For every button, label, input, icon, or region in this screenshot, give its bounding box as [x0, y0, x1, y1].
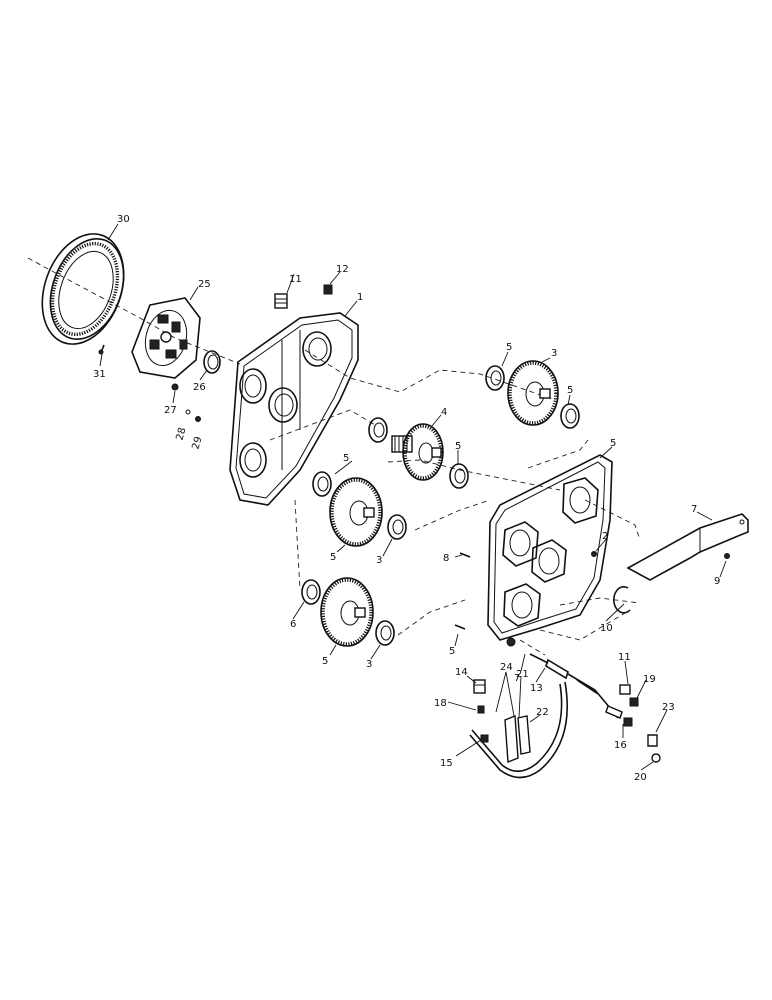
callout-31: 31: [93, 369, 106, 380]
callout-15: 16: [614, 740, 627, 751]
callout-2: 5: [610, 438, 616, 449]
cover-boss-upper-left: [502, 521, 539, 567]
callout-18: 19: [643, 674, 656, 685]
callout-26: 26: [193, 382, 206, 393]
bearing-5-mid-right: [449, 463, 469, 489]
part-12-plug: [323, 284, 333, 295]
callout-14: 13: [530, 683, 543, 694]
callout-3-bottom: 5: [322, 656, 328, 667]
part-25-coupling-plate: [131, 297, 201, 379]
callout-11-bottom: 14: [455, 667, 468, 678]
callout-25: 25: [198, 279, 211, 290]
gear-3-middle: [329, 477, 383, 547]
part-2-cover-plate: [487, 454, 613, 641]
callout-5-mid-lower: 3: [376, 555, 382, 566]
leader-lines: [99, 223, 727, 771]
bearing-set: [301, 365, 580, 646]
part-10-screw: [724, 553, 730, 559]
callout-20: 15: [440, 758, 453, 769]
bearing-5-mid-left: [312, 471, 332, 497]
callout-labels: 30 25 31 26 27 28 29 11 12 1 5 3 5 4 5 5…: [93, 214, 720, 783]
gear-3-bottom: [320, 577, 374, 647]
callout-13: 7: [514, 673, 520, 684]
cover-boss-lower: [503, 583, 541, 627]
callout-6: 10: [600, 623, 613, 634]
callout-21: 24: [500, 662, 513, 673]
bearing-5-mid-upper: [368, 417, 388, 443]
assembly-centerlines: [27, 257, 641, 656]
callout-5-top-left: 5: [506, 342, 512, 353]
oil-line-assembly: [469, 637, 661, 779]
callout-5-mid-right: 5: [455, 441, 461, 452]
callout-10: 9: [714, 576, 720, 587]
part-9-bracket: [626, 513, 749, 581]
part-11-breather: [274, 293, 288, 309]
bearing-5-top-left: [485, 365, 505, 391]
part-7-pins: [454, 552, 471, 630]
callout-5-mid-left: 5: [343, 453, 349, 464]
bearing-5-top-right: [560, 403, 580, 429]
callout-23: 22: [536, 707, 549, 718]
bearing-5-bottom-left: [301, 579, 321, 605]
callout-5-bottom-right: 3: [366, 659, 372, 670]
part-26-seal: [203, 350, 221, 374]
callout-12: 12: [336, 264, 349, 275]
callout-3-top: 3: [551, 348, 557, 359]
callout-1: 1: [357, 292, 363, 303]
callout-7-lower: 5: [449, 646, 455, 657]
part-8-pin: [591, 551, 597, 557]
callout-24: 18: [434, 698, 447, 709]
bearing-5-bottom-right: [375, 620, 395, 646]
callout-3-middle: 5: [330, 552, 336, 563]
callout-11-top: 11: [289, 274, 302, 285]
callout-16: 23: [662, 702, 675, 713]
callout-17: 20: [634, 772, 647, 783]
callout-29: 29: [191, 435, 205, 450]
callout-28: 28: [175, 426, 189, 441]
cover-boss-top: [562, 477, 599, 524]
small-fasteners: [98, 344, 201, 422]
part-1-gearbox-housing: [229, 312, 359, 506]
part-30-flywheel-ring: [41, 233, 125, 345]
callout-7-upper: 8: [443, 553, 449, 564]
callout-9: 7: [691, 504, 697, 515]
gear-3-top: [507, 360, 559, 426]
callout-5-top-right: 5: [567, 385, 573, 396]
callout-19: 11: [618, 652, 631, 663]
gear-4-drive: [391, 423, 444, 481]
callout-30: 30: [117, 214, 130, 225]
callout-22: 21: [516, 669, 529, 680]
cover-boss-middle: [531, 539, 567, 583]
callout-5-bottom-left: 6: [290, 619, 296, 630]
callout-8-upper: 2: [602, 531, 608, 542]
callout-27: 27: [164, 405, 177, 416]
bearing-5-mid-lower: [387, 514, 407, 540]
part-6-snap-ring: [613, 586, 631, 614]
callout-4: 4: [441, 407, 447, 418]
